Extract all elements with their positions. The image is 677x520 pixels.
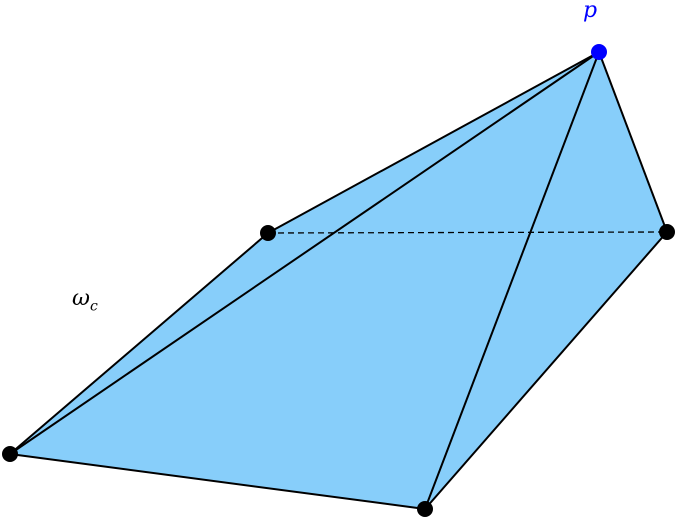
edge-hidden-back xyxy=(267,231,668,234)
vertex-back-left xyxy=(260,225,276,241)
vertex-front-right xyxy=(417,501,433,517)
edge-front-right-back-right xyxy=(424,231,668,510)
vertex-apex-p xyxy=(591,44,607,60)
region-label-subscript: c xyxy=(89,298,98,315)
edge-apex-front-right xyxy=(424,51,600,510)
edge-apex-front-left xyxy=(9,51,600,455)
region-label: ωc xyxy=(72,286,98,314)
region-label-omega: ω xyxy=(72,286,90,311)
vertex-back-right xyxy=(659,224,675,240)
apex-label: p xyxy=(583,0,597,23)
pyramid-fill xyxy=(10,52,667,509)
edge-front-left-front-right xyxy=(9,453,426,510)
edge-apex-back-right xyxy=(598,51,668,233)
edge-apex-back-left xyxy=(267,51,600,234)
apex-label-text: p xyxy=(583,0,598,23)
edge-back-left-front-left xyxy=(9,232,269,455)
vertex-front-left xyxy=(2,446,18,462)
